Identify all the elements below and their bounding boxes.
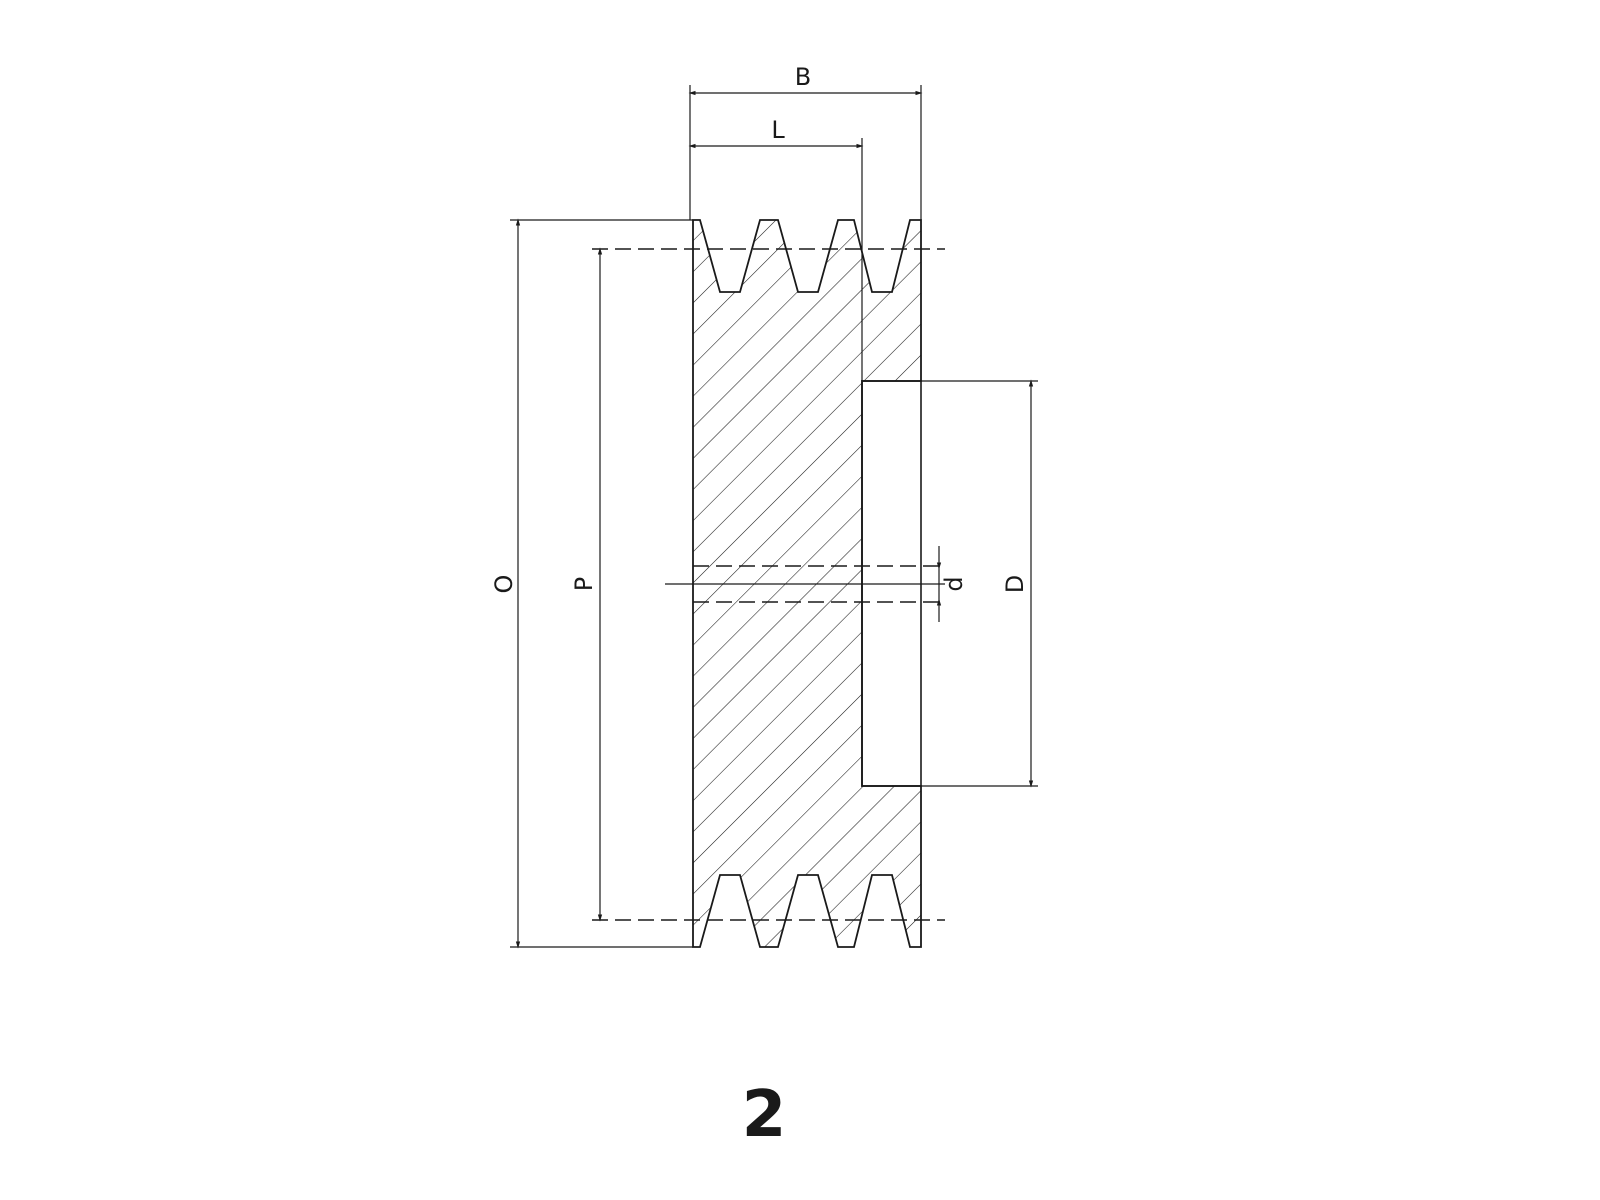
figure-number: 2: [742, 1078, 787, 1152]
label-O: O: [490, 575, 518, 594]
label-L: L: [771, 116, 785, 144]
label-d: d: [940, 576, 968, 591]
label-D: D: [1001, 575, 1029, 593]
label-B: B: [795, 63, 811, 91]
label-P: P: [570, 577, 598, 591]
